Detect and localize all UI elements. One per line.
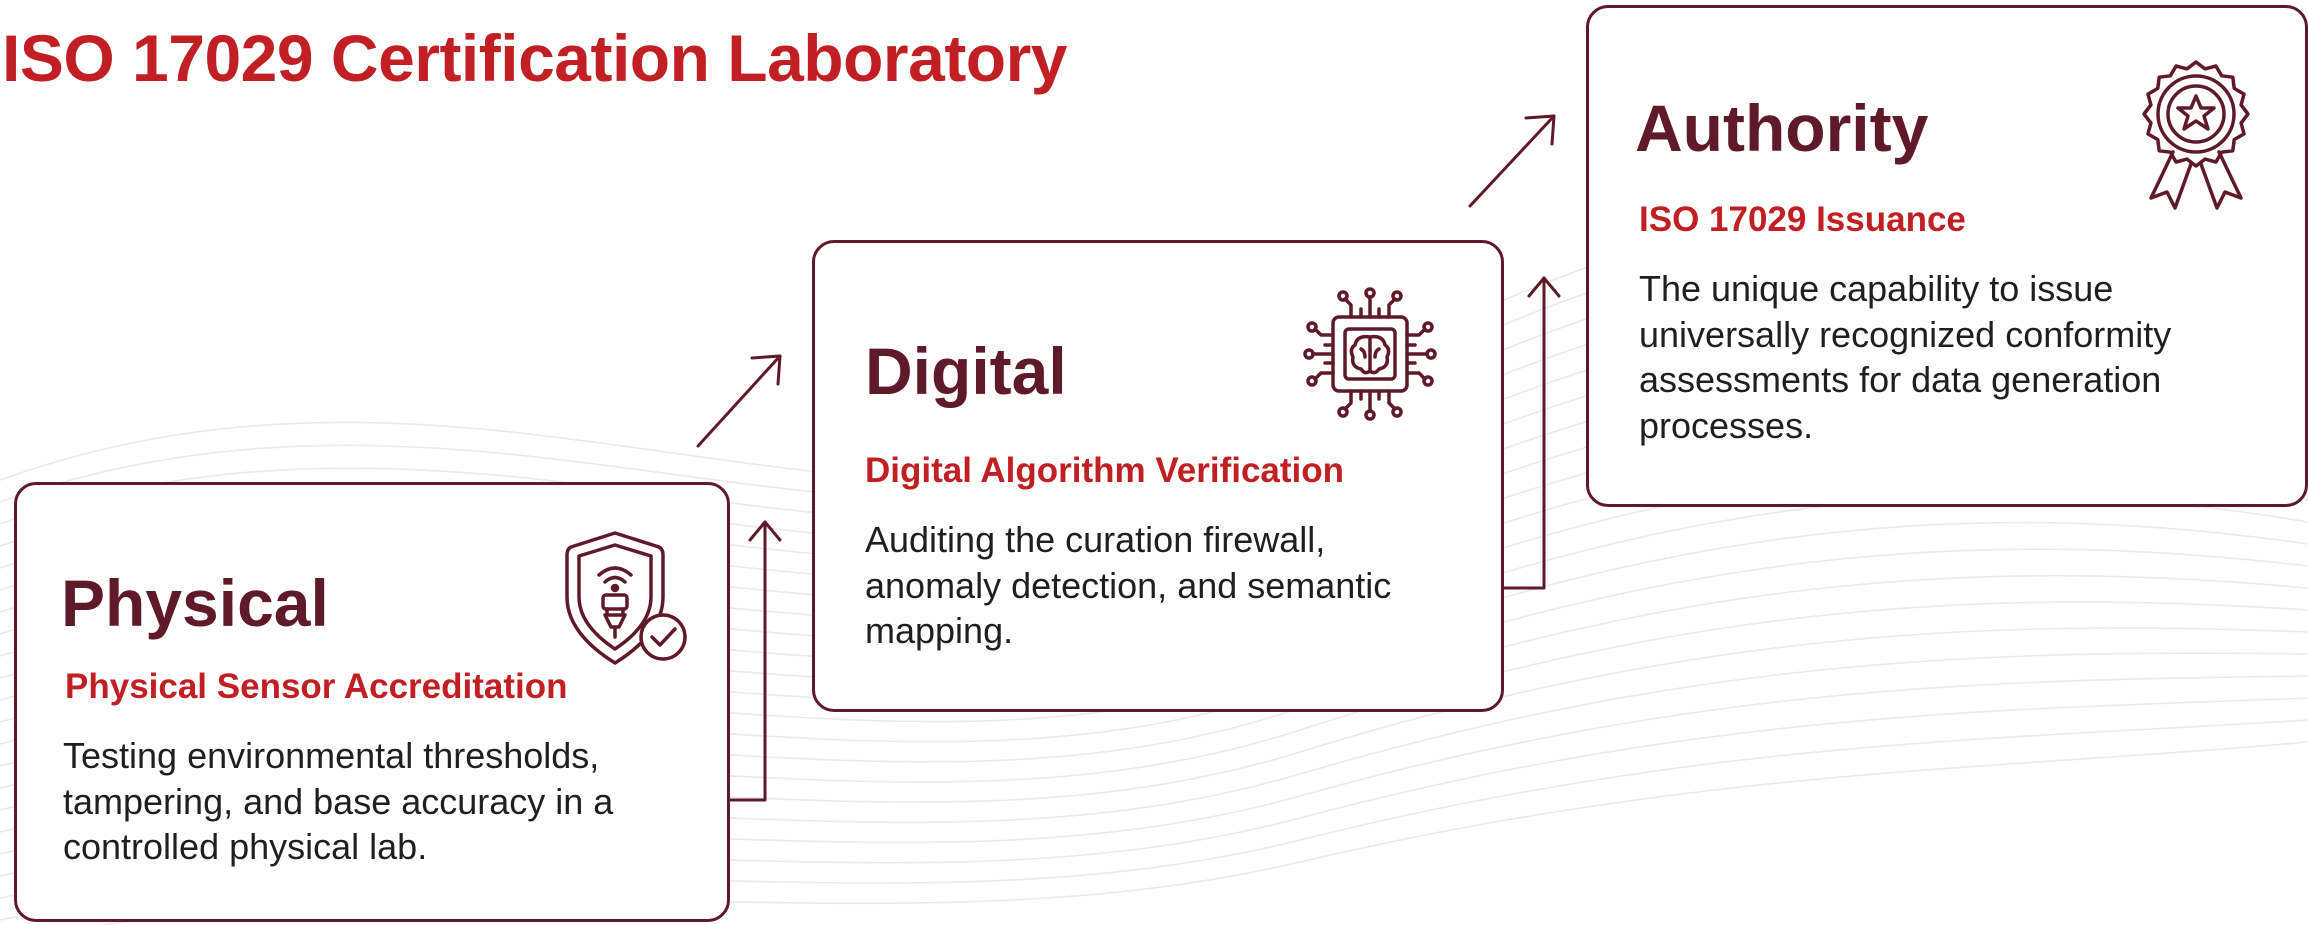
card-subheading: ISO 17029 Issuance xyxy=(1639,200,1966,239)
card-heading: Physical xyxy=(61,566,329,640)
shield-sensor-check-icon xyxy=(565,531,687,665)
brain-chip-icon xyxy=(1303,287,1437,421)
card-subheading: Digital Algorithm Verification xyxy=(865,451,1345,490)
card-subheading: Physical Sensor Accreditation xyxy=(65,667,568,706)
card-digital: Digital Digital Algorithm Verification A… xyxy=(812,240,1504,712)
award-ribbon-star-icon xyxy=(2142,60,2250,210)
card-description: Testing environmental thresholds, tamper… xyxy=(63,735,614,868)
card-physical: Physical Physical Sensor Accreditation T… xyxy=(14,482,730,922)
card-description: Auditing the curation firewall, anomaly … xyxy=(865,519,1392,652)
page-title: ISO 17029 Certification Laboratory xyxy=(2,21,1068,95)
card-description: The unique capability to issue universal… xyxy=(1639,268,2172,447)
rosette-outline xyxy=(2142,60,2250,168)
card-authority: Authority ISO 17029 Issuance The unique … xyxy=(1586,5,2308,507)
card-heading: Digital xyxy=(865,334,1067,408)
card-heading: Authority xyxy=(1635,91,1929,165)
